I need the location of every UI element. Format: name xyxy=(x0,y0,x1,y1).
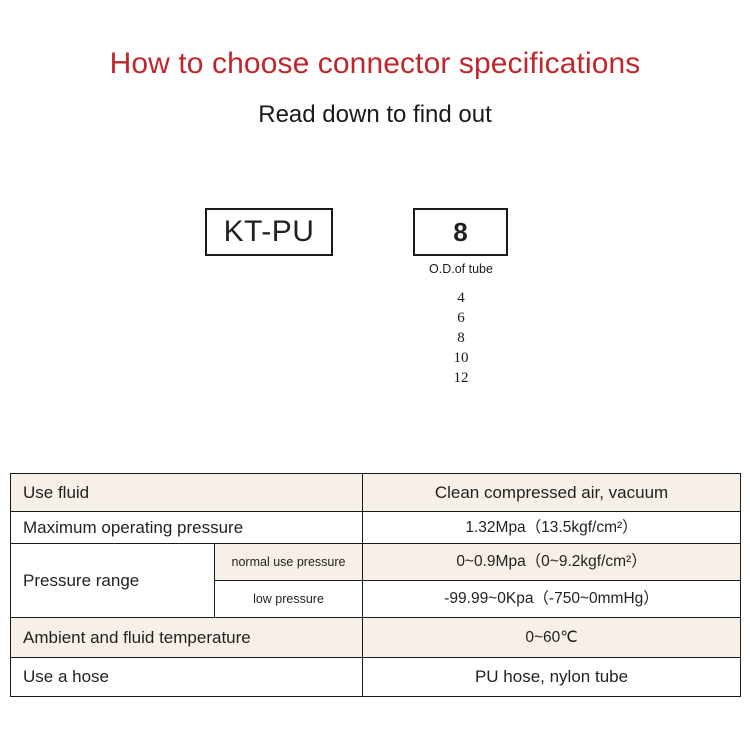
spec-value: Clean compressed air, vacuum xyxy=(362,473,742,512)
od-code-box: 8 xyxy=(413,208,508,256)
spec-label: Maximum operating pressure xyxy=(9,511,364,544)
table-row: Pressure range normal use pressure 0~0.9… xyxy=(10,543,742,618)
od-option: 8 xyxy=(457,330,465,346)
page-subtitle: Read down to find out xyxy=(258,101,492,128)
table-row: low pressure -99.99~0Kpa（-750~0mmHg） xyxy=(11,580,742,618)
spec-value: 1.32Mpa（13.5kgf/cm²） xyxy=(362,511,742,544)
od-option: 10 xyxy=(453,350,469,366)
spec-label: Pressure range xyxy=(10,543,215,618)
specification-table: Use fluid Clean compressed air, vacuum M… xyxy=(9,473,742,697)
table-row: Use a hose PU hose, nylon tube xyxy=(9,657,742,697)
table-row: Maximum operating pressure 1.32Mpa（13.5k… xyxy=(9,511,742,544)
spec-value: PU hose, nylon tube xyxy=(362,657,742,697)
spec-sublabel: normal use pressure xyxy=(213,543,364,581)
table-row: Use fluid Clean compressed air, vacuum xyxy=(9,473,742,512)
od-option: 4 xyxy=(457,290,465,306)
series-code-value: KT-PU xyxy=(223,215,315,248)
table-row: Ambient and fluid temperature 0~60℃ xyxy=(9,617,742,658)
spec-value: 0~60℃ xyxy=(362,617,742,658)
spec-label: Use fluid xyxy=(9,473,364,512)
series-code-box: KT-PU xyxy=(205,208,333,256)
spec-sublabel: low pressure xyxy=(213,580,364,618)
od-box-caption: O.D.of tube xyxy=(429,262,493,276)
spec-label: Ambient and fluid temperature xyxy=(9,617,364,658)
spec-value: -99.99~0Kpa（-750~0mmHg） xyxy=(362,580,742,618)
page-title: How to choose connector specifications xyxy=(109,47,641,80)
od-code-value: 8 xyxy=(453,217,468,247)
od-option-list: 4 6 8 10 12 xyxy=(401,288,521,388)
spec-value: 0~0.9Mpa（0~9.2kgf/cm²） xyxy=(362,543,742,581)
od-option: 6 xyxy=(457,310,465,326)
od-option: 12 xyxy=(453,370,469,386)
spec-label: Use a hose xyxy=(9,657,364,697)
